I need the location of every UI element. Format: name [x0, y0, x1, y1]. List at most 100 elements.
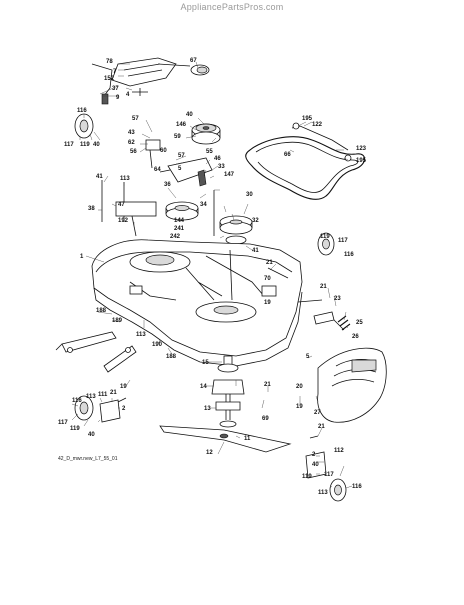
callout: 19 — [120, 384, 127, 390]
callout: 56 — [130, 149, 137, 155]
callout: 60 — [160, 148, 167, 154]
callout-labels: 78 67 7 152 37 9 4 116 117 119 40 57 43 … — [58, 58, 367, 496]
callout: 69 — [262, 416, 269, 422]
callout: 13 — [204, 406, 211, 412]
callout: 116 — [77, 108, 87, 114]
blade-spindle — [211, 355, 245, 428]
callout: 152 — [104, 76, 115, 82]
callout: 117 — [64, 142, 74, 148]
callout: 36 — [164, 182, 171, 188]
callout: 64 — [154, 167, 161, 173]
callout: 119 — [320, 234, 330, 240]
callout: 32 — [252, 218, 259, 224]
callout: 55 — [206, 149, 213, 155]
callout: 66 — [284, 152, 291, 158]
mower-deck — [91, 239, 303, 367]
callout: 47 — [118, 202, 125, 208]
callout: 188 — [96, 308, 107, 314]
callout: 23 — [334, 296, 341, 302]
callout: 40 — [312, 462, 319, 468]
callout: 117 — [324, 472, 334, 478]
callout: 189 — [112, 318, 123, 324]
callout: 70 — [264, 276, 271, 282]
callout: 188 — [166, 354, 177, 360]
callout: 57 — [132, 116, 139, 122]
callout: 2 — [312, 452, 316, 458]
callout: 2 — [122, 406, 126, 412]
callout: 21 — [318, 424, 325, 430]
callout: 21 — [320, 284, 327, 290]
callout: 190 — [152, 342, 163, 348]
callout: 21 — [266, 260, 273, 266]
drive-belt — [245, 122, 366, 200]
callout: 146 — [176, 122, 187, 128]
callout: 5 — [178, 166, 182, 172]
callout: 14 — [200, 384, 207, 390]
callout: 43 — [128, 130, 135, 136]
callout: 116 — [352, 484, 362, 490]
callout: 57 — [178, 153, 185, 159]
callout: 4 — [126, 92, 130, 98]
callout: 12 — [206, 450, 213, 456]
right-hanger-parts — [297, 299, 351, 331]
callout: 34 — [200, 202, 207, 208]
callout: 78 — [106, 59, 113, 65]
callout: 30 — [246, 192, 253, 198]
callout: 195 — [302, 116, 313, 122]
callout: 27 — [314, 410, 321, 416]
callout: 67 — [190, 58, 197, 64]
callout: 117 — [58, 420, 68, 426]
callout: 192 — [118, 218, 129, 224]
callout: 123 — [356, 146, 367, 152]
drawing-code: 42_D_mwr.new_L7_55_01 — [58, 456, 118, 462]
callout: 40 — [93, 142, 100, 148]
callout: 21 — [110, 390, 117, 396]
lift-bracket-assembly — [91, 57, 210, 105]
callout: 119 — [302, 474, 312, 480]
callout-leaders — [71, 61, 353, 489]
callout: 19 — [296, 404, 303, 410]
callout: 117 — [338, 238, 348, 244]
callout: 113 — [318, 490, 328, 496]
callout: 46 — [214, 156, 221, 162]
callout: 122 — [312, 122, 323, 128]
callout: 40 — [186, 112, 193, 118]
callout: 1 — [80, 254, 84, 260]
clutch-pulley-stack — [145, 123, 221, 169]
callout: 21 — [264, 382, 271, 388]
callout: 195 — [356, 158, 367, 164]
left-idler-pulleys — [101, 180, 253, 245]
callout: 9 — [116, 95, 120, 101]
callout: 147 — [224, 172, 235, 178]
callout: 62 — [128, 140, 135, 146]
callout: 113 — [136, 332, 146, 338]
site-watermark: AppliancePartsPros.com — [180, 2, 284, 12]
callout: 38 — [88, 206, 95, 212]
callout: 144 — [174, 218, 185, 224]
callout: 19 — [264, 300, 271, 306]
callout: 15 — [202, 360, 209, 366]
callout: 25 — [356, 320, 363, 326]
callout: 112 — [334, 448, 344, 454]
callout: 116 — [344, 252, 354, 258]
callout: 113 — [86, 394, 96, 400]
callout: 40 — [88, 432, 95, 438]
callout: 5 — [306, 354, 310, 360]
callout: 59 — [174, 134, 181, 140]
callout: 116 — [72, 398, 82, 404]
discharge-chute — [317, 347, 387, 423]
deck-hangers — [55, 331, 137, 373]
callout: 242 — [170, 234, 181, 240]
callout: 41 — [96, 174, 103, 180]
callout: 26 — [352, 334, 359, 340]
callout: 119 — [70, 426, 80, 432]
callout: 20 — [296, 384, 303, 390]
callout: 41 — [252, 248, 259, 254]
callout: 111 — [98, 392, 108, 398]
callout: 11 — [244, 436, 251, 442]
callout: 113 — [120, 176, 130, 182]
callout: 37 — [112, 86, 119, 92]
callout: 241 — [174, 226, 185, 232]
